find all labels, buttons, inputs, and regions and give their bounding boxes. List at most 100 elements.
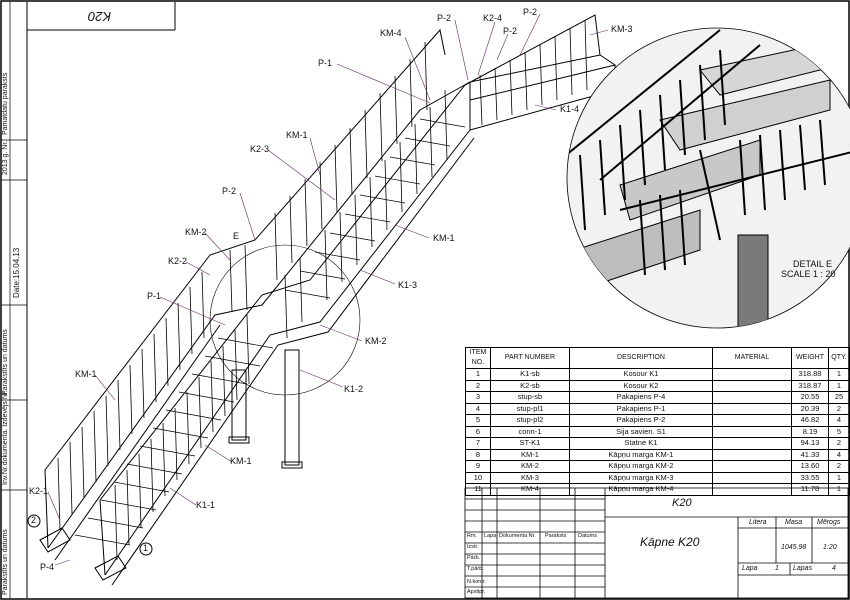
bom-cell: Pakapiens P-1: [568, 402, 713, 415]
lapas-label: Lapas: [793, 565, 813, 572]
bom-cell: KM-1: [489, 448, 570, 461]
side-strip-text: Pamatdatu paraksts: [2, 72, 9, 135]
staircase-view: [39, 14, 617, 586]
scale-value: 1:20: [823, 544, 837, 551]
callout-label: K1-4: [560, 104, 580, 114]
tb-role: Izstr.: [467, 544, 479, 550]
side-strip-text: Parakstīts un datums: [2, 529, 9, 595]
callout-label: P-2: [523, 7, 538, 17]
bom-cell: 11.78: [791, 483, 829, 496]
bom-cell: 5: [827, 425, 850, 438]
bom-cell: Pakapiens P-4: [568, 391, 713, 404]
lapas-value: 4: [832, 565, 836, 572]
side-strip-date: Date:15.04.13: [12, 247, 21, 298]
bom-cell: 20.39: [791, 402, 829, 415]
bom-cell: [711, 414, 793, 427]
callout-label: K2-4: [483, 13, 503, 23]
tb-role: T.pārb.: [467, 566, 484, 572]
callout-label: K2-3: [250, 144, 270, 154]
masa-label: Masa: [785, 519, 803, 526]
detail-e-view: [566, 27, 850, 329]
bom-cell: 2: [827, 437, 850, 450]
detail-scale: SCALE 1 : 20: [781, 269, 836, 279]
bom-cell: 20.55: [791, 391, 829, 404]
bom-cell: Kosour K1: [568, 368, 713, 381]
bom-cell: 2: [827, 402, 850, 415]
callout-label: P-2: [437, 13, 452, 23]
tb-role: N.kontr.: [467, 579, 486, 585]
callout-label: KM-1: [230, 456, 252, 466]
bom-cell: [711, 379, 793, 392]
drawing-name: Kāpne K20: [640, 535, 700, 549]
bom-cell: 11: [465, 483, 491, 496]
callout-label: P-2: [222, 186, 237, 196]
callout-label: KM-2: [365, 336, 387, 346]
leader-lines: [47, 13, 609, 566]
callout-label: K1-1: [196, 500, 216, 510]
bom-cell: KM-2: [489, 460, 570, 473]
bom-cell: 318.87: [791, 379, 829, 392]
bom-cell: [711, 391, 793, 404]
bom-cell: K1-sb: [489, 368, 570, 381]
bom-cell: 33.55: [791, 471, 829, 484]
callout-label: KM-4: [380, 28, 402, 38]
bom-cell: Kāpņu marga KM-3: [568, 471, 713, 484]
bom-cell: 2: [827, 460, 850, 473]
title-block: [464, 487, 849, 599]
bom-cell: ST-K1: [489, 437, 570, 450]
bom-cell: 1: [827, 483, 850, 496]
bom-cell: 8: [465, 448, 491, 461]
lapa-label: Lapa: [742, 565, 758, 572]
bom-cell: [711, 402, 793, 415]
callout-label: KM-3: [611, 24, 633, 34]
bom-cell: 9: [465, 460, 491, 473]
bom-cell: Kāpņu marga KM-4: [568, 483, 713, 496]
bom-cell: Statne K1: [568, 437, 713, 450]
bom-cell: KM-4: [489, 483, 570, 496]
bom-cell: [711, 483, 793, 496]
bom-header: DESCRIPTION: [568, 347, 713, 369]
bom-header: QTY.: [827, 347, 850, 369]
drawing-code: K20: [672, 497, 692, 509]
bill-of-materials: ITEM NO. PART NUMBER DESCRIPTION MATERIA…: [465, 347, 850, 496]
bom-header: PART NUMBER: [489, 347, 570, 369]
bom-cell: 4: [465, 402, 491, 415]
bom-cell: [711, 437, 793, 450]
bom-cell: 94.13: [791, 437, 829, 450]
bom-cell: 46.82: [791, 414, 829, 427]
callout-label: KM-1: [286, 130, 308, 140]
mass-value: 1045.98: [781, 544, 807, 551]
bom-cell: stup-pl1: [489, 402, 570, 415]
litera-label: Litera: [749, 519, 767, 526]
merogs-label: Mērogs: [817, 519, 841, 526]
tb-col-header: Rm.: [467, 533, 478, 539]
bom-cell: Pakapiens P-2: [568, 414, 713, 427]
bom-cell: stup-pl2: [489, 414, 570, 427]
side-strip-text: Inv.Nr.dokumenta. Izdevējs Nr.: [2, 390, 9, 485]
callout-label: K2-2: [168, 256, 188, 266]
bom-cell: 2: [465, 379, 491, 392]
bom-cell: 8.19: [791, 425, 829, 438]
balloon-number: 2: [31, 515, 37, 525]
bom-header: MATERIAL: [711, 347, 793, 369]
callout-label: K2-1: [29, 486, 49, 496]
bom-cell: Sija savien. S1: [568, 425, 713, 438]
lapa-value: 1: [775, 565, 779, 572]
bom-cell: Kosour K2: [568, 379, 713, 392]
tb-col-header: Dokumenta Nr.: [499, 533, 536, 539]
bom-header: WEIGHT: [791, 347, 829, 369]
callout-label: P-1: [318, 58, 333, 68]
bom-cell: 13.60: [791, 460, 829, 473]
bom-cell: 7: [465, 437, 491, 450]
callout-label: KM-1: [75, 369, 97, 379]
bom-cell: 5: [465, 414, 491, 427]
bom-cell: 318.88: [791, 368, 829, 381]
bom-cell: 10: [465, 471, 491, 484]
callout-label: KM-1: [433, 233, 455, 243]
